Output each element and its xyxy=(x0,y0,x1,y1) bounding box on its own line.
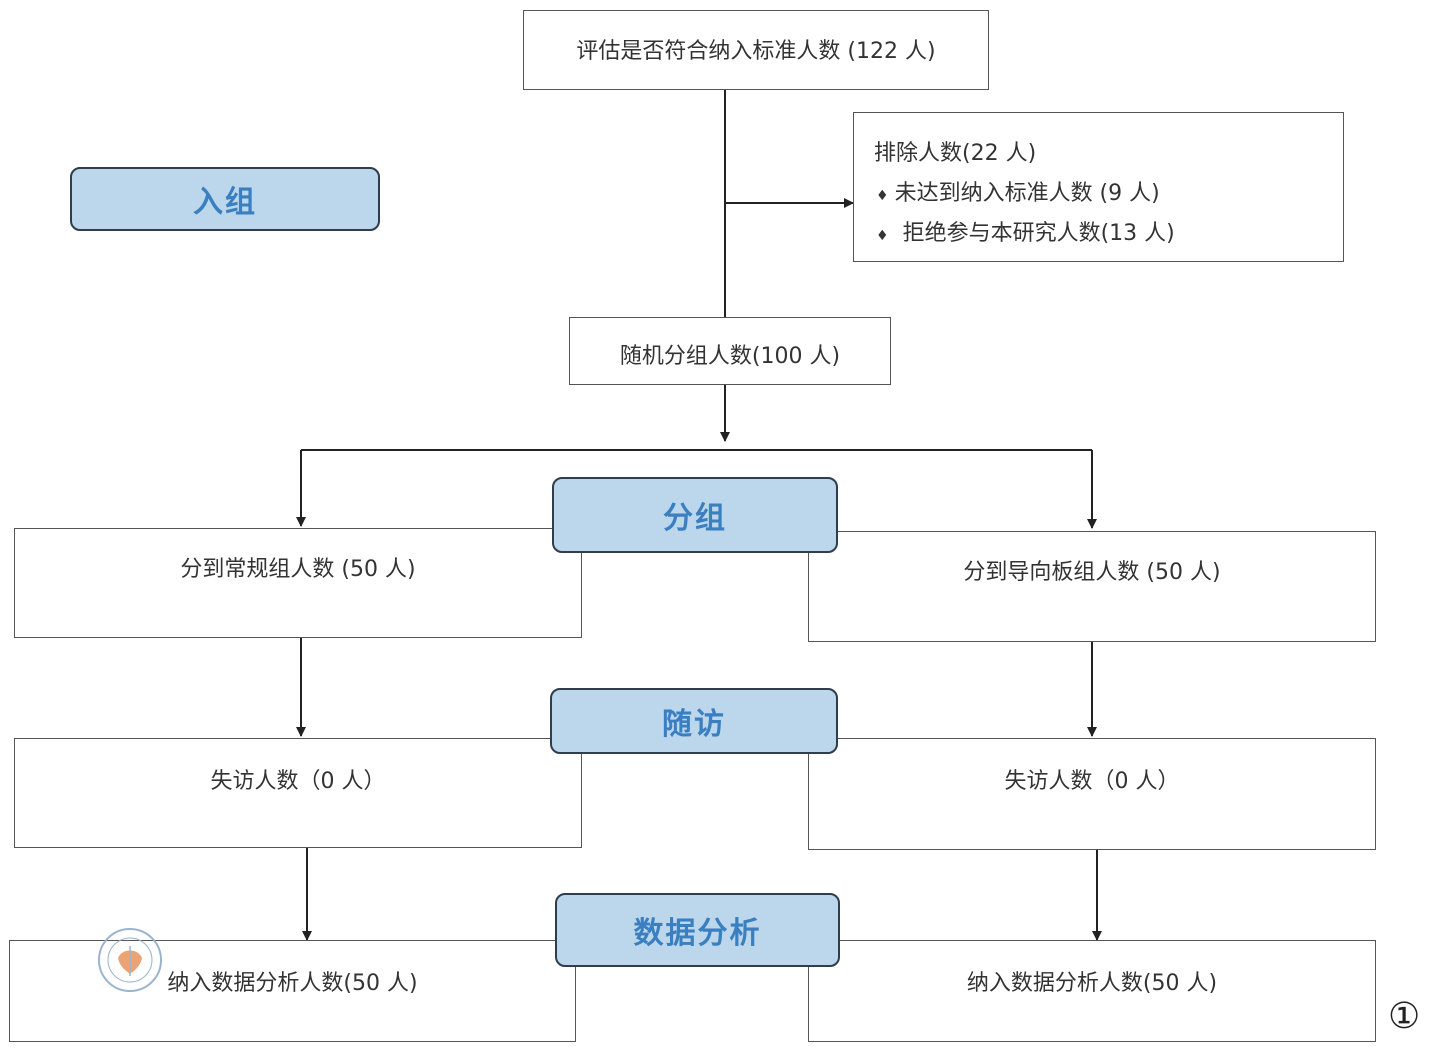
randomized-text: 随机分组人数(100 人) xyxy=(619,344,841,369)
assessed-text: 评估是否符合纳入标准人数 (122 人) xyxy=(576,39,936,64)
analysis-left-text: 纳入数据分析人数(50 人) xyxy=(167,971,418,996)
excluded-box: 排除人数(22 人) ♦未达到纳入标准人数 (9 人) ♦拒绝参与本研究人数(1… xyxy=(853,112,1344,262)
association-seal-icon xyxy=(98,928,162,992)
bullet-icon: ♦ xyxy=(876,188,889,204)
stage-allocation-label: 分组 xyxy=(552,477,838,553)
stage-analysis-label: 数据分析 xyxy=(555,893,840,967)
excluded-item-2: ♦拒绝参与本研究人数(13 人) xyxy=(876,221,1175,246)
lost-left-text: 失访人数（0 人） xyxy=(210,769,386,794)
figure-number: ① xyxy=(1388,996,1421,1037)
excluded-item-1: ♦未达到纳入标准人数 (9 人) xyxy=(876,181,1160,206)
randomized-box: 随机分组人数(100 人) xyxy=(569,317,891,385)
conventional-group-box: 分到常规组人数 (50 人) xyxy=(14,528,582,638)
stage-followup-label: 随访 xyxy=(550,688,838,754)
guide-group-box: 分到导向板组人数 (50 人) xyxy=(808,531,1376,642)
stage-enrollment-label: 入组 xyxy=(70,167,380,231)
analysis-right-box: 纳入数据分析人数(50 人) xyxy=(808,940,1376,1042)
excluded-title: 排除人数(22 人) xyxy=(874,141,1037,166)
lost-right-box: 失访人数（0 人） xyxy=(808,738,1376,850)
lost-right-text: 失访人数（0 人） xyxy=(1004,769,1180,794)
analysis-right-text: 纳入数据分析人数(50 人) xyxy=(966,971,1218,996)
assessed-box: 评估是否符合纳入标准人数 (122 人) xyxy=(523,10,989,90)
analysis-left-box: 纳入数据分析人数(50 人) xyxy=(9,940,576,1042)
conventional-group-text: 分到常规组人数 (50 人) xyxy=(180,557,416,582)
bullet-icon: ♦ xyxy=(876,228,889,244)
guide-group-text: 分到导向板组人数 (50 人) xyxy=(963,560,1221,585)
lost-left-box: 失访人数（0 人） xyxy=(14,738,582,848)
